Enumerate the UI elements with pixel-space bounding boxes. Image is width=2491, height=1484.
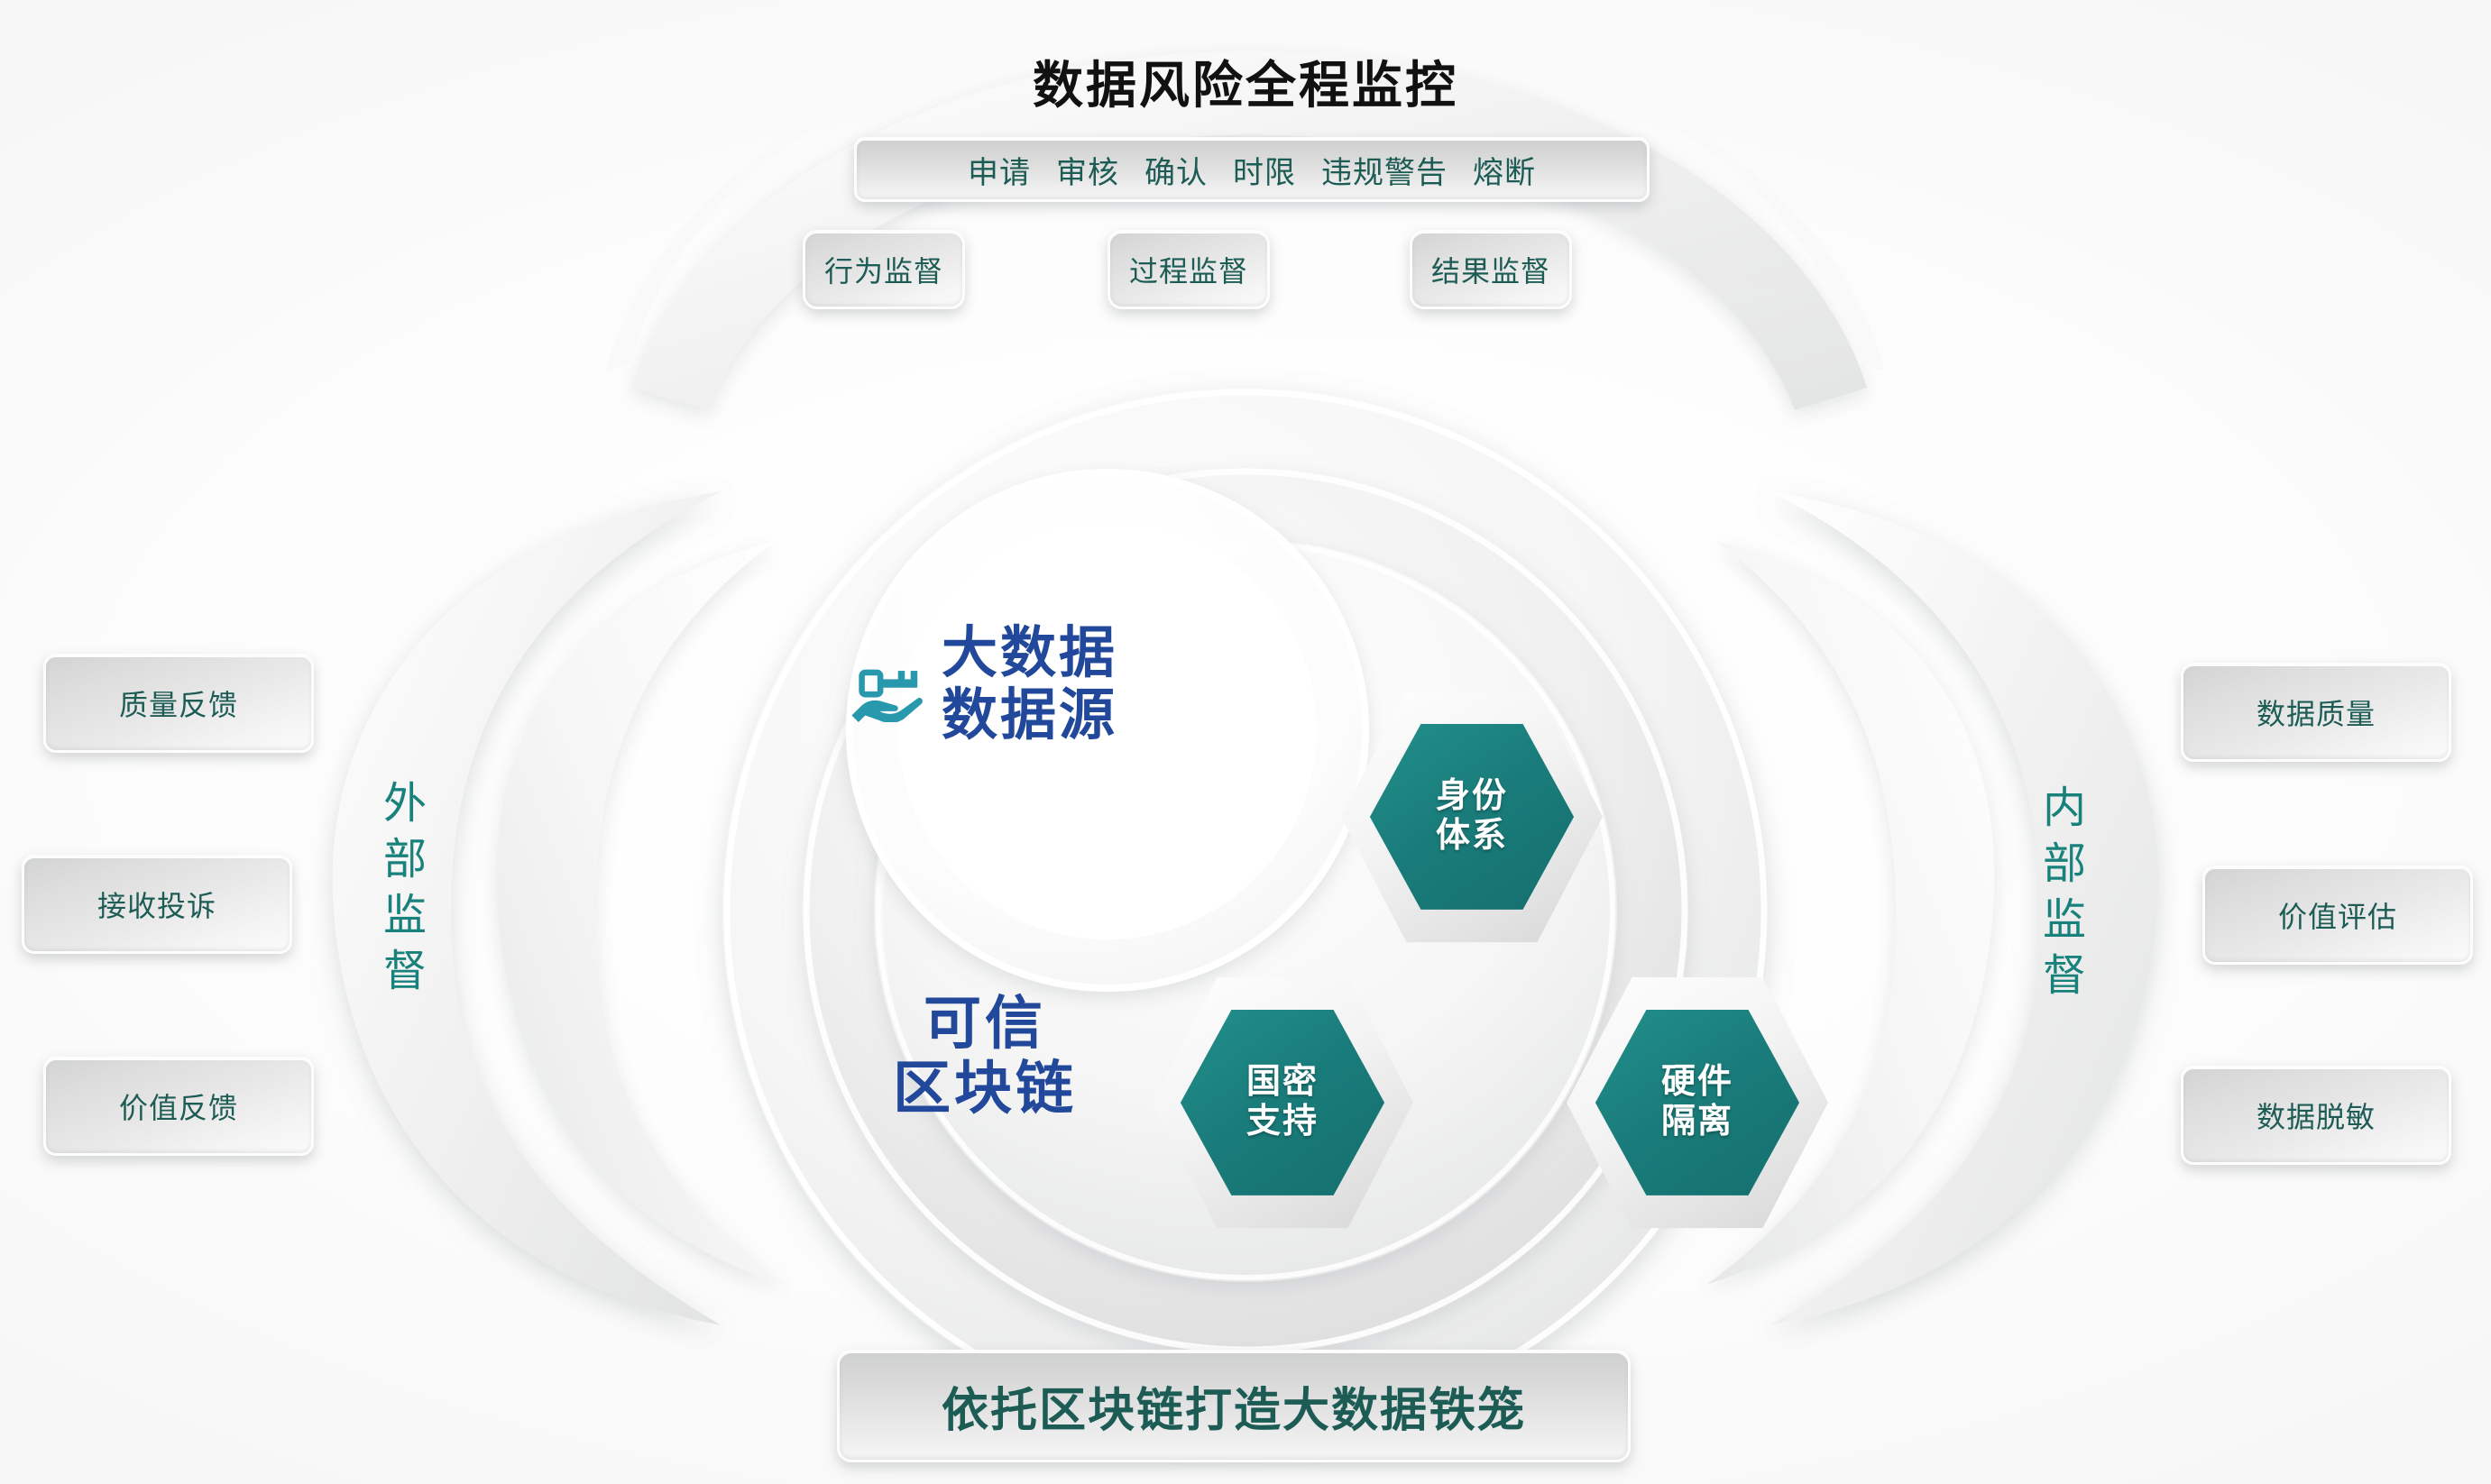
hexagon-inner-face: 硬件 隔离 — [1595, 1010, 1800, 1195]
left-plate-quality-feedback: 质量反馈 — [43, 654, 314, 753]
hand-holding-key-icon — [851, 670, 923, 723]
left-plate-receive-complaint: 接收投诉 — [22, 855, 292, 954]
hexagon-outer-frame: 身份 体系 — [1341, 691, 1603, 943]
hexagon-line-2: 支持 — [1246, 1102, 1319, 1140]
tag-item: 熔断 — [1473, 155, 1536, 190]
risk-stage-tag-bar: 申请 审核 确认 时限 违规警告 熔断 — [854, 137, 1650, 202]
hexagon-outer-frame: 硬件 隔离 — [1567, 976, 1828, 1229]
center-blockchain-group: 可信 区块链 — [893, 991, 1077, 1121]
blockchain-line-1: 可信 — [924, 991, 1046, 1056]
page-title: 数据风险全程监控 — [1033, 57, 1458, 114]
hexagon-identity-system: 身份 体系 — [1341, 683, 1603, 950]
bigdata-line-1: 大数据 — [942, 622, 1118, 684]
hexagon-line-2: 隔离 — [1660, 1102, 1733, 1140]
right-plate-data-masking: 数据脱敏 — [2181, 1066, 2451, 1165]
blockchain-line-2: 区块链 — [893, 1055, 1077, 1121]
hexagon-hardware-isolation: 硬件 隔离 — [1567, 969, 1828, 1236]
monitor-box-behavior: 行为监督 — [803, 230, 965, 309]
hexagon-inner-face: 身份 体系 — [1369, 724, 1575, 910]
left-plate-value-feedback: 价值反馈 — [43, 1057, 314, 1156]
bigdata-text-block: 大数据 数据源 — [942, 622, 1117, 747]
center-bigdata-group: 大数据 数据源 — [839, 622, 1117, 747]
right-plate-value-assessment: 价值评估 — [2202, 866, 2473, 965]
external-supervision-label: 外部监督 — [376, 780, 424, 1003]
hexagon-line-1: 身份 — [1435, 777, 1508, 816]
tag-item: 时限 — [1233, 155, 1296, 190]
hexagon-sm-crypto-support: 国密 支持 — [1152, 969, 1413, 1236]
hexagon-line-1: 国密 — [1246, 1063, 1319, 1102]
tag-item: 审核 — [1056, 155, 1119, 190]
hexagon-inner-face: 国密 支持 — [1180, 1010, 1385, 1195]
monitor-box-process: 过程监督 — [1108, 230, 1270, 309]
tag-item: 违规警告 — [1321, 155, 1448, 190]
hexagon-line-2: 体系 — [1435, 816, 1508, 855]
hexagon-outer-frame: 国密 支持 — [1152, 976, 1413, 1229]
right-plate-data-quality: 数据质量 — [2181, 663, 2451, 762]
monitor-box-result: 结果监督 — [1410, 230, 1572, 309]
bigdata-line-2: 数据源 — [942, 684, 1118, 747]
tag-item: 申请 — [968, 155, 1031, 190]
bottom-banner: 依托区块链打造大数据铁笼 — [837, 1350, 1631, 1462]
tag-item: 确认 — [1144, 155, 1208, 190]
internal-supervision-label: 内部监督 — [2036, 784, 2083, 1008]
hexagon-line-1: 硬件 — [1660, 1063, 1733, 1102]
